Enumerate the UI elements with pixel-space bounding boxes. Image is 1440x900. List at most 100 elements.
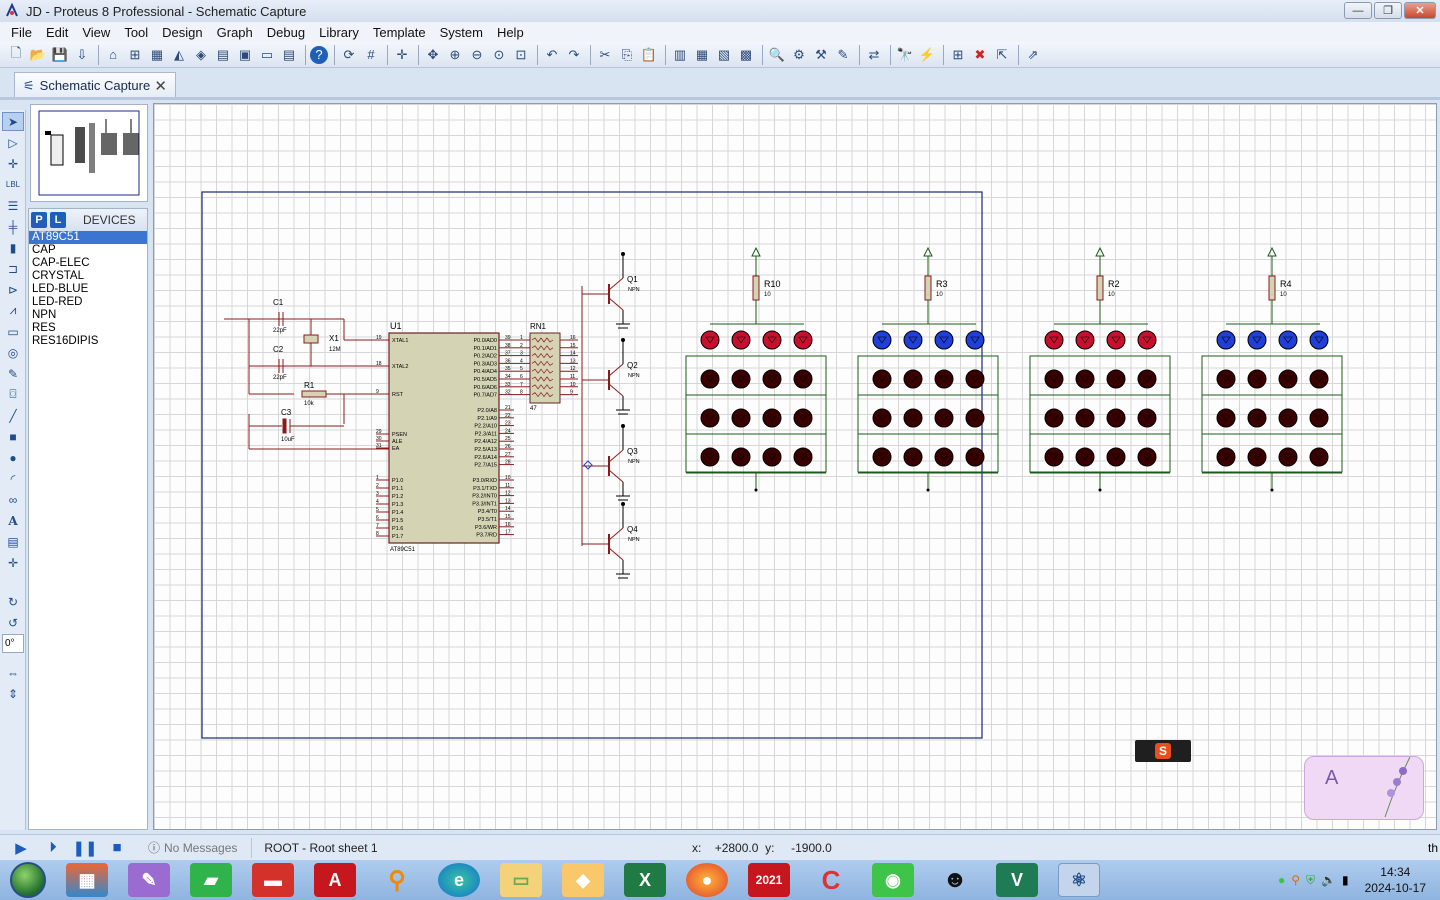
minimize-button[interactable]: — [1344,2,1372,19]
led[interactable] [934,369,954,389]
import-icon[interactable]: ⇩ [76,46,88,62]
schematic-icon[interactable]: ⊞ [129,46,141,62]
design-explorer-icon[interactable]: ▭ [260,46,274,62]
overview-window[interactable] [30,104,148,202]
explorer-taskbar-icon[interactable]: ▭ [500,863,542,897]
menu-graph[interactable]: Graph [216,24,253,40]
menu-design[interactable]: Design [162,24,203,40]
rn1-body[interactable] [529,332,561,404]
device-item[interactable]: RES [32,322,56,334]
led[interactable] [1106,330,1126,350]
led[interactable] [1247,330,1267,350]
grid-icon[interactable]: # [367,47,375,62]
led[interactable] [700,408,720,428]
new-sheet-icon[interactable]: ⊞ [952,46,964,62]
led[interactable] [903,447,923,467]
play-icon[interactable]: ▶ [15,839,27,857]
led[interactable] [903,330,923,350]
resistor[interactable] [924,275,932,301]
wire-label-mode-icon[interactable]: LBL [5,180,21,189]
led[interactable] [1075,369,1095,389]
led[interactable] [1106,447,1126,467]
led[interactable] [903,369,923,389]
led[interactable] [793,408,813,428]
led[interactable] [1309,408,1329,428]
proteus-taskbar-icon[interactable]: ⚛ [1058,863,1100,897]
pcb-icon[interactable]: ▦ [150,46,164,62]
led[interactable] [1075,330,1095,350]
graph-mode-icon[interactable]: ⩘ [9,303,17,317]
tab-close-icon[interactable]: ✕ [154,77,167,95]
led[interactable] [762,447,782,467]
search-taskbar-icon[interactable]: ⚲ [388,866,406,894]
netlist-icon[interactable]: ⇗ [1027,46,1039,62]
new-file-icon[interactable]: 🗋 [10,44,22,60]
selection-mode-icon[interactable]: ➤ [2,112,24,131]
redo-icon[interactable]: ↷ [568,46,580,62]
zoom-all-icon[interactable]: ⊙ [493,46,505,62]
led[interactable] [934,447,954,467]
exit-to-parent-icon[interactable]: ⇱ [996,46,1008,62]
device-item[interactable]: RES16DIPIS [32,335,99,347]
led[interactable] [1278,447,1298,467]
device-item[interactable]: CAP-ELEC [32,257,90,269]
pick-device-icon[interactable]: 🔍 [768,46,786,62]
rotation-angle-field[interactable]: 0° [2,634,24,653]
zoom-area-icon[interactable]: ⊡ [515,46,527,62]
led[interactable] [872,447,892,467]
led[interactable] [1106,369,1126,389]
gerber-icon[interactable]: ◈ [196,46,206,62]
home-icon[interactable]: ⌂ [109,47,117,62]
wire-autorouter-icon[interactable]: ⇄ [868,46,880,62]
symbol-2d-icon[interactable]: ▤ [7,534,19,549]
decompose-icon[interactable]: ✎ [837,46,849,62]
led[interactable] [1044,408,1064,428]
led[interactable] [731,447,751,467]
rotate-cw-icon[interactable]: ↻ [7,594,19,609]
make-device-icon[interactable]: ⚙ [793,46,805,62]
virtual-instruments-icon[interactable]: ⌼ [9,387,17,401]
remove-sheet-icon[interactable]: ✖ [974,46,986,62]
copy-icon[interactable]: ⎘ [621,46,633,62]
generator-mode-icon[interactable]: ◎ [7,345,19,360]
clock[interactable]: 14:34 2024-10-17 [1365,864,1426,896]
led[interactable] [1278,330,1298,350]
device-item[interactable]: CAP [32,244,56,256]
security-tray-icon[interactable]: ⛨ [1306,872,1316,887]
led[interactable] [1247,408,1267,428]
led[interactable] [1137,408,1157,428]
save-icon[interactable]: 💾 [51,46,69,62]
circle-2d-icon[interactable]: ● [9,450,17,465]
mirror-y-icon[interactable]: ⇕ [7,686,19,701]
device-item[interactable]: LED-BLUE [32,283,89,295]
marker-2d-icon[interactable]: ✛ [7,555,19,570]
led[interactable] [1044,330,1064,350]
led[interactable] [1278,369,1298,389]
text-script-mode-icon[interactable]: ☰ [7,198,19,213]
property-tool-icon[interactable]: ⚡ [918,46,936,62]
led[interactable] [934,330,954,350]
led[interactable] [965,408,985,428]
led[interactable] [872,369,892,389]
text-2d-icon[interactable]: A [8,513,18,528]
led[interactable] [1044,447,1064,467]
led[interactable] [700,330,720,350]
block-copy-icon[interactable]: ▥ [673,46,687,62]
led[interactable] [965,447,985,467]
terminals-mode-icon[interactable]: ⊐ [7,261,19,276]
menu-library[interactable]: Library [319,24,359,40]
origin-icon[interactable]: ✛ [396,46,408,62]
led[interactable] [1247,369,1267,389]
menu-debug[interactable]: Debug [266,24,306,40]
led[interactable] [731,369,751,389]
led[interactable] [1216,369,1236,389]
led[interactable] [1137,369,1157,389]
start-button[interactable] [10,862,46,898]
led[interactable] [934,408,954,428]
led[interactable] [731,408,751,428]
